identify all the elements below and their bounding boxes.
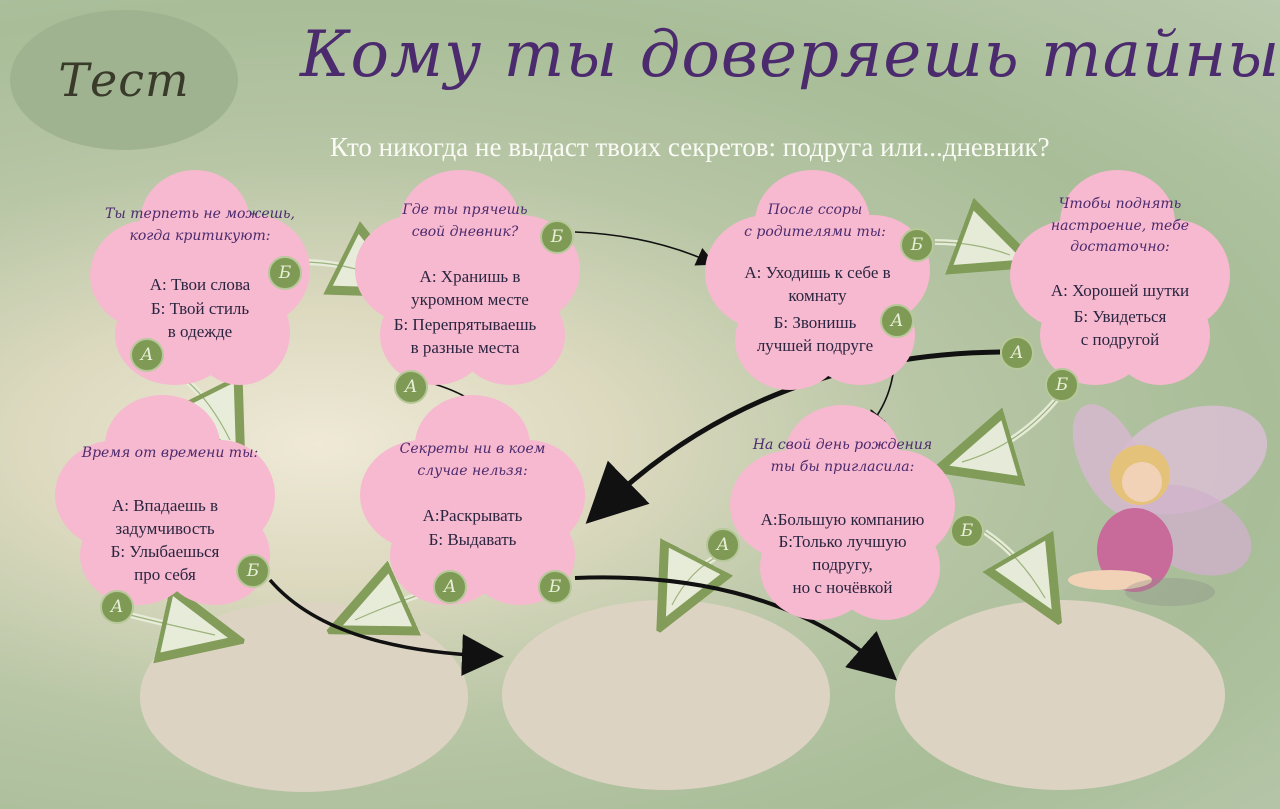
page-title: Кому ты доверяешь тайны? <box>300 18 1280 92</box>
badge-b-q5[interactable]: Б <box>236 554 270 588</box>
question-text-q1: Ты терпеть не можешь,когда критикуют: <box>105 206 295 244</box>
answer-a-q4: А: Хорошей шутки <box>1050 281 1190 300</box>
badge-a-q1[interactable]: А <box>130 338 164 372</box>
answer-b-q6: Б: Выдавать <box>428 530 517 549</box>
badge-a-q4[interactable]: А <box>1000 336 1034 370</box>
badge-b-q6[interactable]: Б <box>538 570 572 604</box>
badge-a-q5[interactable]: А <box>100 590 134 624</box>
answer-a-q6: А:Раскрывать <box>422 506 523 525</box>
question-text-q5: Время от времени ты: <box>81 445 259 461</box>
badge-a-q3[interactable]: А <box>880 304 914 338</box>
badge-b-q4[interactable]: Б <box>1045 368 1079 402</box>
answer-a-q7: А:Большую компанию <box>760 510 925 529</box>
test-badge-label: Тест <box>58 53 190 107</box>
page-subtitle: Кто никогда не выдаст твоих секретов: по… <box>330 132 1050 162</box>
badge-a-q2[interactable]: А <box>394 370 428 404</box>
badge-a-q6[interactable]: А <box>433 570 467 604</box>
result-ellipse-1 <box>140 602 468 792</box>
test-badge: Тест <box>10 10 238 150</box>
result-ellipse-3 <box>895 600 1225 790</box>
badge-b-q7[interactable]: Б <box>950 514 984 548</box>
badge-a-q7[interactable]: А <box>706 528 740 562</box>
badge-b-q2[interactable]: Б <box>540 220 574 254</box>
result-ellipse-2 <box>502 600 830 790</box>
fairy-illustration <box>1068 404 1268 606</box>
answer-a-q1: А: Твои слова <box>149 275 251 294</box>
badge-b-q3[interactable]: Б <box>900 228 934 262</box>
badge-b-q1[interactable]: Б <box>268 256 302 290</box>
